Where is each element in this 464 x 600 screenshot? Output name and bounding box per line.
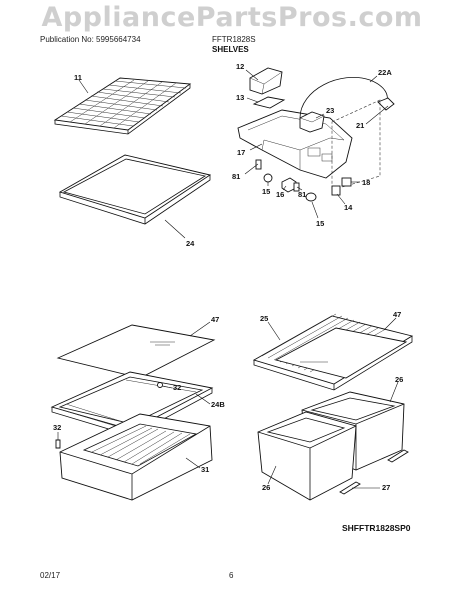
publication-number: Publication No: 5995664734 [40,35,141,44]
glass-shelf-frame [58,154,212,225]
callout-13: 13 [236,93,245,102]
callout-18: 18 [362,178,371,187]
leader-24 [164,219,186,239]
callout-23: 23 [326,106,335,115]
drawing-code: SHFFTR1828SP0 [342,523,411,533]
footer-page-number: 6 [229,571,234,580]
footer-date: 02/17 [40,571,61,580]
callout-47-left: 47 [211,315,220,324]
callout-16: 16 [276,190,285,199]
callout-26-right: 26 [395,375,404,384]
callout-24b: 24B [211,400,225,409]
drawer-slides [339,449,409,495]
callout-27: 27 [382,483,391,492]
crisper-cover-slatted [252,313,414,391]
crisper-bin-front [257,411,357,501]
callout-24: 24 [186,239,195,248]
watermark: AppliancePartsPros.com [41,2,423,33]
callout-81-right: 81 [298,190,307,199]
control-housing-assembly [237,67,395,202]
callout-21: 21 [356,121,365,130]
callout-15-lower: 15 [316,219,325,228]
callout-15-upper: 15 [262,187,271,196]
callout-22a: 22A [378,68,392,77]
leader-11 [78,79,89,94]
lower-left-leaders [57,321,211,469]
callout-81-left: 81 [232,172,241,181]
section-title: SHELVES [212,45,249,54]
callout-11: 11 [74,73,82,82]
lower-right-leaders [267,317,399,489]
crisper-drawer-left [55,413,213,501]
callout-25: 25 [260,314,269,323]
model-number: FFTR1828S [212,35,256,44]
housing-leaders [244,69,389,219]
callout-32-upper: 32 [173,383,182,392]
callout-12: 12 [236,62,245,71]
callout-17: 17 [237,148,246,157]
callout-47-right: 47 [393,310,402,319]
wire-shelf [53,77,192,135]
callout-31: 31 [201,465,210,474]
callout-32-lower: 32 [53,423,62,432]
callout-26-left: 26 [262,483,271,492]
crisper-cover-frame [50,371,214,437]
callout-14: 14 [344,203,353,212]
crisper-cover-glass [56,324,216,379]
